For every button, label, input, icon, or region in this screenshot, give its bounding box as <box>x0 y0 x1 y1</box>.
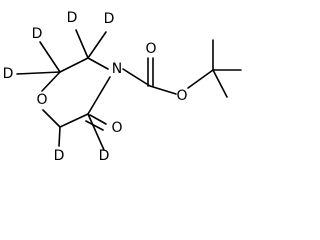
atom-d6: D <box>99 148 110 164</box>
bond-d4 <box>16 71 61 75</box>
atom-ring-o: O <box>36 92 47 108</box>
atom-d4: D <box>3 66 14 82</box>
atom-ester-o: O <box>176 88 187 104</box>
bond-ring-o-to-ch2-lower <box>42 109 61 128</box>
bond-lactam-double-1 <box>89 114 107 125</box>
bond-d1 <box>75 29 89 59</box>
atom-d2: D <box>104 11 115 27</box>
atom-carbonyl-o: O <box>145 41 156 57</box>
bond-ester-o-to-quaternary-c <box>187 69 214 89</box>
atom-d5: D <box>54 148 65 164</box>
molecule-structure-canvas: D D D D D D O N O O O <box>3 10 242 164</box>
bond-ch2-upper-to-n <box>87 57 109 70</box>
bond-tbutyl-down <box>212 69 228 98</box>
bond-lactam-double-2 <box>85 120 104 131</box>
molecule-structure-diagram: D D D D D D O N O O O <box>3 10 242 164</box>
bond-d2 <box>87 31 107 59</box>
atom-lactam-o: O <box>111 120 122 136</box>
bond-ch2-left-to-ring-o <box>41 71 61 92</box>
atom-n: N <box>112 61 122 77</box>
atom-d1: D <box>67 10 78 26</box>
bond-d3 <box>39 41 61 73</box>
bond-ch2-upper-to-ch2-left <box>59 57 89 73</box>
bond-carbonyl-c-to-ester-o <box>149 85 177 95</box>
bond-lactam-c-to-n <box>87 76 111 115</box>
bond-ch2-lower-to-lactam-c <box>59 113 89 128</box>
bond-d5 <box>58 126 61 147</box>
bond-d6 <box>87 113 105 151</box>
atom-d3: D <box>32 26 43 42</box>
bond-n-to-carbonyl-c <box>122 68 151 87</box>
